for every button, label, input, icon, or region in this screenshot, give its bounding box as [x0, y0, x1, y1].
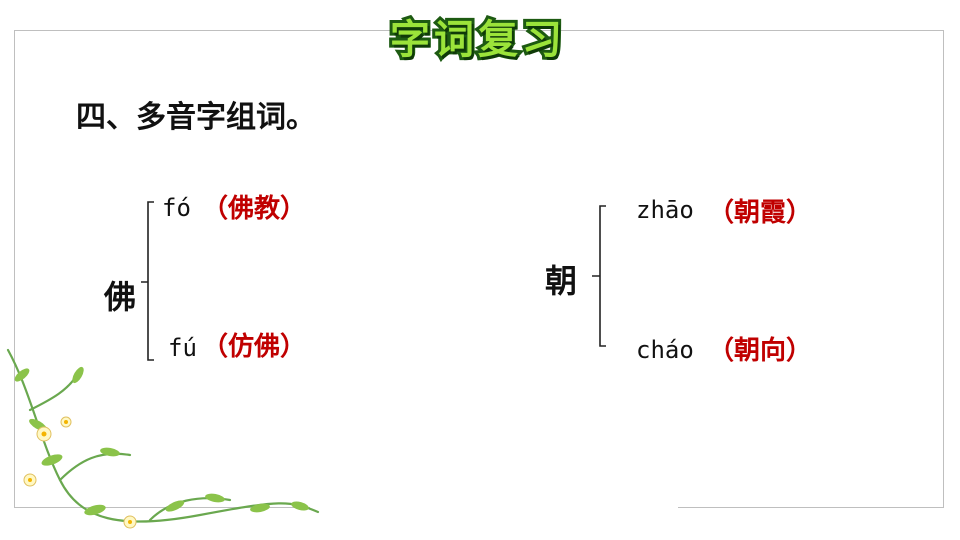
title-banner: 字词复习: [356, 8, 600, 66]
answer-word-fojiao: （佛教）: [202, 194, 307, 224]
pinyin-fu: fú: [168, 334, 197, 362]
answer-word-chaoxiang: （朝向）: [708, 336, 813, 366]
pinyin-fo: fó: [162, 194, 191, 222]
polyphone-char-chao: 朝: [545, 262, 578, 300]
slide-title: 字词复习: [387, 14, 566, 66]
bracket-fo: [141, 201, 154, 361]
bracket-zhao: [592, 205, 606, 347]
vine-decoration-icon: [6, 348, 320, 529]
section-heading: 四、多音字组词。: [76, 100, 316, 135]
answer-word-zhaoxia: （朝霞）: [708, 198, 813, 228]
answer-word-fangfu: （仿佛）: [202, 332, 307, 362]
frame-gap: [310, 500, 678, 514]
pinyin-chao: cháo: [636, 336, 694, 364]
pinyin-zhao: zhāo: [636, 196, 694, 224]
polyphone-char-fo: 佛: [104, 278, 137, 316]
